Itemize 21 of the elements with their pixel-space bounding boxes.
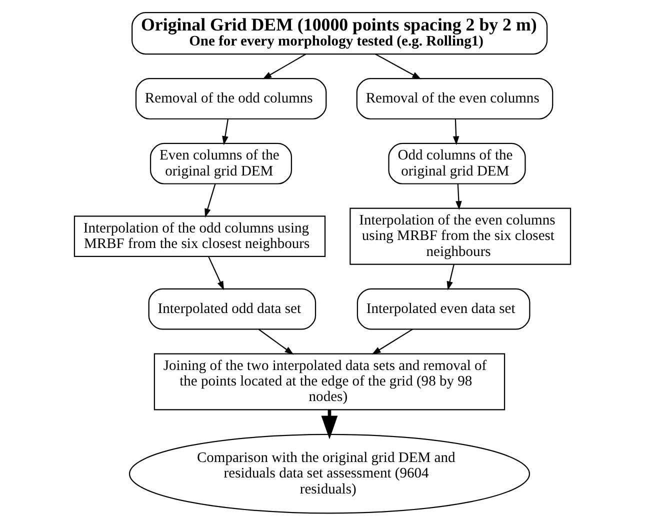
arrow: [375, 54, 422, 80]
node-box: Joining of the two interpolated data sets and removal of the points located at the edge of the grid (98 by 98 nodes): [154, 353, 506, 410]
node-box: Interpolation of the even columns using MRBF from the six closest neighbours: [350, 208, 572, 265]
arrow: [456, 184, 462, 210]
arrow: [262, 54, 306, 80]
node-box: Even columns of the original grid DEM: [150, 142, 292, 184]
node-box: Interpolated even data set: [356, 288, 530, 330]
node-box: Removal of the odd columns: [135, 78, 327, 120]
node-box: Odd columns of the original grid DEM: [388, 142, 526, 184]
arrow: [222, 118, 229, 146]
node-box: Removal of the even columns: [356, 78, 554, 120]
arrow: [372, 328, 413, 354]
node-box: Original Grid DEM (10000 points spacing 2 by 2 m) One for every morphology tested (e.g. Rolling1): [132, 12, 548, 55]
arrow: [446, 264, 454, 290]
node-box: Interpolated odd data set: [148, 288, 316, 330]
arrow: [208, 256, 224, 290]
node-ellipse: Comparison with the original grid DEM and residuals data set assessment (9604 residuals): [128, 434, 530, 514]
node-box: Interpolation of the odd columns using MRBF from the six closest neighbours: [74, 216, 326, 257]
arrow: [452, 118, 460, 146]
arrow: [204, 184, 216, 218]
arrow: [258, 328, 294, 355]
